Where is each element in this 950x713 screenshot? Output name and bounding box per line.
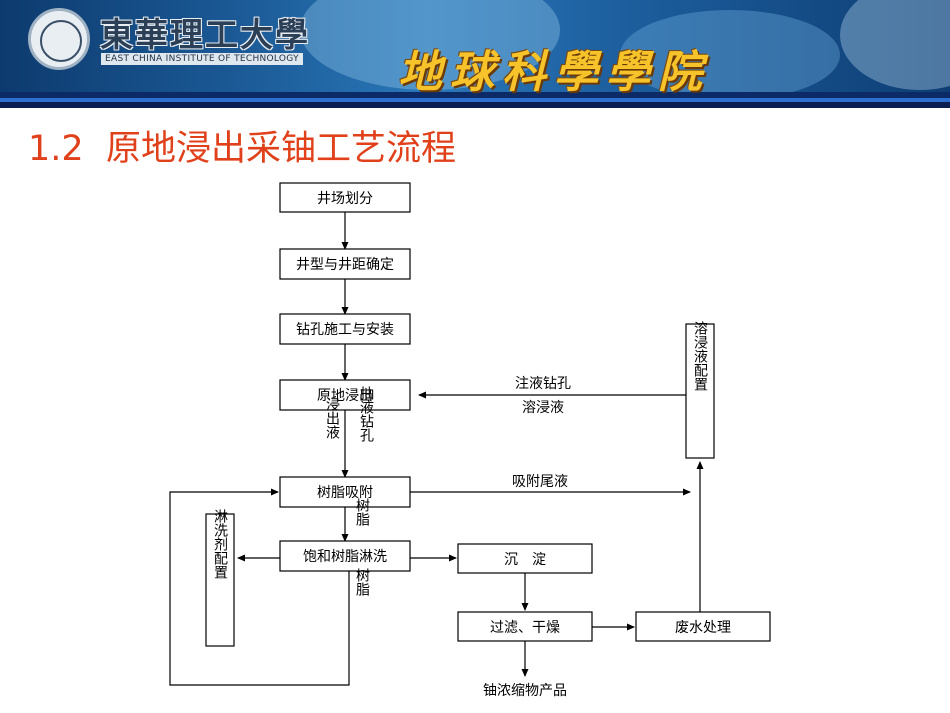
box-drilling-install (279, 313, 411, 345)
node-well-division: 井场划分 (317, 191, 373, 207)
school-name-logo: 地球科學學院 (398, 47, 710, 98)
slide-section-number: 1.2 (28, 129, 84, 169)
banner-stripe (0, 92, 950, 98)
node-drilling-install: 钻孔施工与安装 (296, 322, 394, 338)
label-resin-1: 树脂 (354, 498, 370, 526)
slide-title: 1.2 原地浸出采铀工艺流程 (28, 120, 456, 171)
slide-title-text: 原地浸出采铀工艺流程 (105, 129, 456, 169)
university-name-logo: 東華理工大學 (100, 15, 310, 54)
arrow-resin-return-loop (169, 488, 350, 686)
box-precipitation (457, 543, 593, 574)
label-resin-2: 树脂 (354, 568, 370, 596)
node-saturated-resin-elution: 饱和树脂淋洗 (303, 549, 387, 565)
node-wastewater-treatment: 废水处理 (675, 620, 731, 636)
box-well-type-spacing (279, 248, 411, 280)
label-barren-solution: 吸附尾液 (512, 474, 568, 490)
box-resin-adsorption (279, 476, 411, 508)
box-eluent-prep (205, 513, 235, 647)
node-lixiviant-prep: 溶浸液配置 (692, 321, 708, 391)
banner-cloud-decoration (620, 10, 840, 100)
node-eluent-prep: 淋洗剂配置 (212, 509, 228, 579)
banner-stripe (0, 98, 950, 102)
label-lixiviant: 溶浸液 (522, 400, 564, 416)
university-seal-icon (28, 8, 90, 70)
box-filter-dry (457, 611, 593, 642)
box-wastewater-treatment (635, 611, 771, 642)
node-filter-dry: 过滤、干燥 (490, 620, 560, 636)
label-injection-well: 注液钻孔 (515, 376, 571, 392)
box-saturated-resin-elution (279, 540, 411, 572)
label-extraction-well: 抽液钻孔 (358, 386, 374, 443)
box-lixiviant-prep (685, 323, 715, 459)
box-well-division (279, 182, 411, 213)
banner-stripe (0, 102, 950, 108)
box-in-situ-leaching (279, 379, 411, 411)
node-well-type-spacing: 井型与井距确定 (296, 257, 394, 273)
node-in-situ-leaching: 原地浸出 (317, 388, 373, 404)
node-precipitation: 沉 淀 (504, 552, 546, 568)
header-banner: 東華理工大學 EAST CHINA INSTITUTE OF TECHNOLOG… (0, 0, 950, 108)
university-english-name: EAST CHINA INSTITUTE OF TECHNOLOGY (101, 53, 303, 65)
node-resin-adsorption: 树脂吸附 (317, 485, 373, 501)
label-pregnant-solution: 浸出液 (324, 397, 340, 439)
node-product: 铀浓缩物产品 (483, 683, 567, 699)
